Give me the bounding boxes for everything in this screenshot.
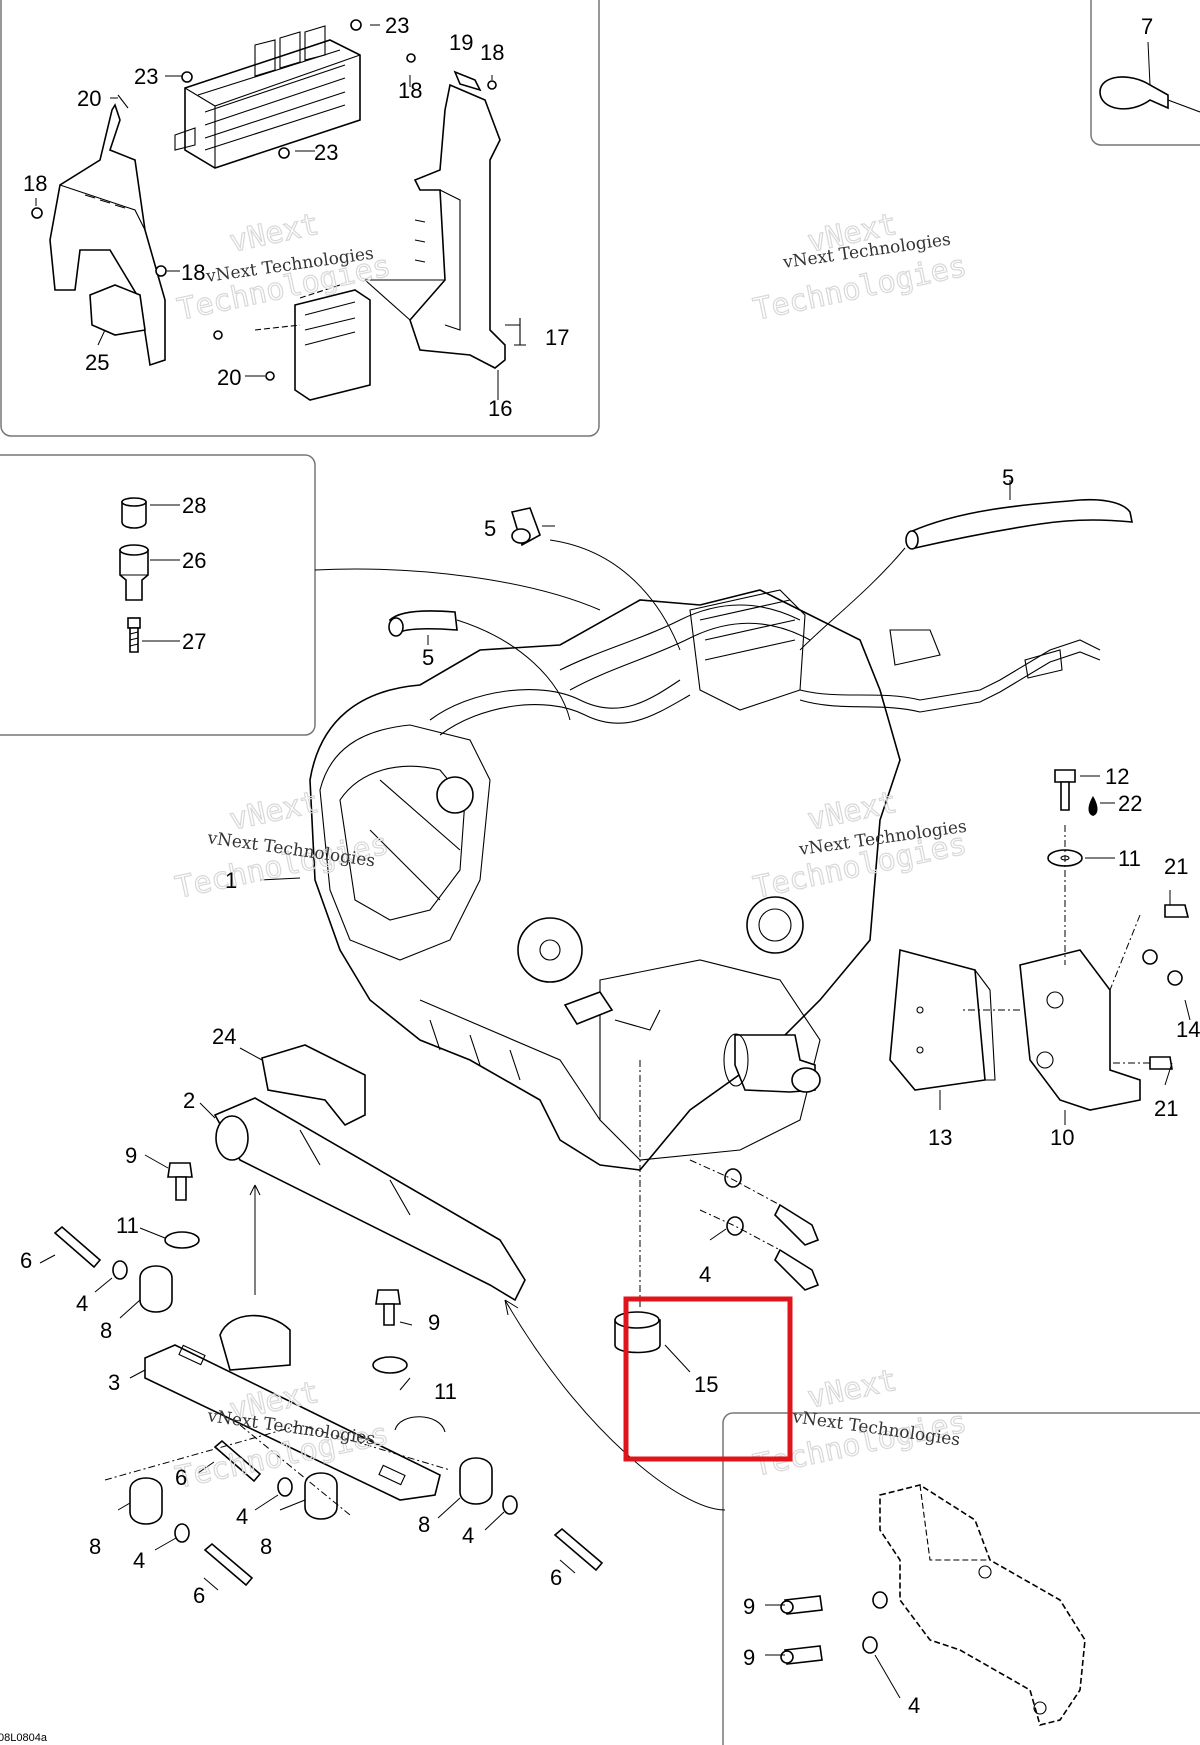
callout-28: 28 xyxy=(182,493,206,518)
callout-8: 8 xyxy=(260,1534,272,1559)
right-mounting-bracket-16 xyxy=(364,83,506,369)
callout-11: 11 xyxy=(434,1379,457,1404)
bolt-12 xyxy=(1054,769,1076,811)
washers-bolts-4-mount xyxy=(724,1168,820,1291)
callout-13: 13 xyxy=(928,1125,952,1150)
callout-14: 14 xyxy=(1176,1017,1200,1042)
bolts-6 xyxy=(53,1225,604,1587)
callout-9: 9 xyxy=(743,1594,755,1619)
engine-mount-bracket-10 xyxy=(1019,949,1141,1111)
relay-module xyxy=(254,284,371,401)
highlight-box-part-15 xyxy=(623,1296,793,1462)
callout-4: 4 xyxy=(462,1523,474,1548)
callout-15: 15 xyxy=(694,1372,718,1397)
callout-9: 9 xyxy=(743,1645,755,1670)
callout-18: 18 xyxy=(398,78,422,103)
callout-5: 5 xyxy=(484,516,496,541)
detail-box-rear-mount xyxy=(722,1412,1200,1745)
callout-7: 7 xyxy=(1141,14,1153,39)
mount-plate-3 xyxy=(144,1314,446,1501)
callout-9: 9 xyxy=(428,1310,440,1335)
grease-drop-22 xyxy=(1088,796,1098,816)
detail-box-electrical-bracket xyxy=(0,0,600,437)
hose-5-c xyxy=(905,498,1133,550)
detail-box-damper-parts xyxy=(0,454,316,736)
nuts-14 xyxy=(1142,949,1183,986)
watermark-2: vNext Technologies vNext Technologies xyxy=(750,206,970,328)
callout-6: 6 xyxy=(20,1248,32,1273)
screw-27 xyxy=(127,617,141,653)
callout-12: 12 xyxy=(1105,764,1129,789)
leader-lines xyxy=(35,24,1191,1699)
washers-4-left xyxy=(112,1260,518,1543)
callout-20: 20 xyxy=(77,86,101,111)
callout-1: 1 xyxy=(225,868,237,893)
skid-plate-24 xyxy=(261,1044,366,1127)
fastener-group-top xyxy=(31,19,526,381)
hose-5-b xyxy=(388,610,458,637)
cross-tube-2 xyxy=(213,1097,526,1302)
watermark-6: vNext Technologies vNext Technologies xyxy=(750,1362,970,1484)
callout-24: 24 xyxy=(212,1024,236,1049)
bolts-9-and-washers-11 xyxy=(164,1162,408,1374)
callout-4: 4 xyxy=(908,1693,920,1718)
callout-18: 18 xyxy=(181,260,205,285)
damper-15 xyxy=(614,1311,661,1354)
callout-10: 10 xyxy=(1050,1125,1074,1150)
callout-8: 8 xyxy=(89,1534,101,1559)
callout-8: 8 xyxy=(418,1512,430,1537)
callout-3: 3 xyxy=(108,1370,120,1395)
callout-23: 23 xyxy=(134,64,158,89)
callout-11: 11 xyxy=(1118,846,1141,871)
callout-6: 6 xyxy=(550,1565,562,1590)
cable-tie-7 xyxy=(1099,76,1200,113)
fuse-box-assembly xyxy=(174,25,361,169)
cap-28 xyxy=(121,497,147,529)
callout-labels: 23 19 18 18 23 20 23 18 18 25 20 17 16 7… xyxy=(20,13,1200,1718)
callout-4: 4 xyxy=(699,1262,711,1287)
callout-2: 2 xyxy=(183,1088,195,1113)
callout-6: 6 xyxy=(193,1583,205,1608)
callout-4: 4 xyxy=(236,1504,248,1529)
reference-code: 08L0804a xyxy=(0,1732,48,1744)
left-mounting-bracket xyxy=(49,103,166,367)
callout-23: 23 xyxy=(314,140,338,165)
callout-22: 22 xyxy=(1118,791,1142,816)
callout-25: 25 xyxy=(85,350,109,375)
sleeve-26 xyxy=(119,544,149,601)
callout-21: 21 xyxy=(1164,854,1188,879)
rubber-mounts-8 xyxy=(129,1265,493,1525)
callout-18: 18 xyxy=(23,171,47,196)
callout-16: 16 xyxy=(488,396,512,421)
engine-assembly-1 xyxy=(309,589,1101,1171)
callout-11: 11 xyxy=(116,1213,139,1238)
callout-4: 4 xyxy=(133,1548,145,1573)
callout-27: 27 xyxy=(182,629,206,654)
callout-20: 20 xyxy=(217,365,241,390)
detail-box-cable-tie xyxy=(1090,0,1200,146)
callout-8: 8 xyxy=(100,1318,112,1343)
rear-mount-fasteners xyxy=(780,1591,888,1665)
callout-4: 4 xyxy=(76,1291,88,1316)
bracket-plate-25 xyxy=(89,284,146,336)
watermark-ghost-3a: vNext xyxy=(226,785,322,838)
hose-5-a xyxy=(510,507,541,547)
callout-18: 18 xyxy=(480,40,504,65)
callout-6: 6 xyxy=(175,1465,187,1490)
callout-26: 26 xyxy=(182,548,206,573)
watermark-ghost-6a: vNext xyxy=(804,1363,900,1416)
rear-mount-bracket xyxy=(879,1484,1086,1726)
callout-17: 17 xyxy=(545,325,569,350)
callout-9: 9 xyxy=(125,1143,137,1168)
callout-5: 5 xyxy=(422,645,434,670)
bolts-21 xyxy=(1149,904,1190,1070)
callout-21: 21 xyxy=(1154,1096,1178,1121)
callout-23: 23 xyxy=(385,13,409,38)
callout-19: 19 xyxy=(449,30,473,55)
damper-pad-13 xyxy=(889,948,996,1091)
callout-5: 5 xyxy=(1002,465,1014,490)
